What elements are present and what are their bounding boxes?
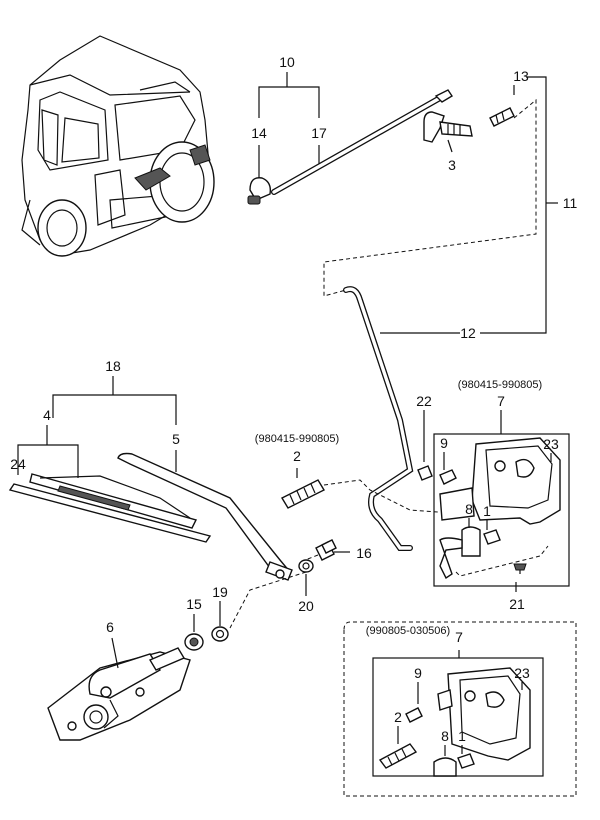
label-4: 4 xyxy=(43,407,51,423)
bracket-11 xyxy=(480,76,558,334)
label-8-lower: 8 xyxy=(441,728,449,744)
label-23-lower: 23 xyxy=(514,665,530,681)
wiper-arm-5 xyxy=(117,452,293,581)
leader-lines xyxy=(193,452,552,756)
label-14: 14 xyxy=(251,125,267,141)
washer-nozzle-14 xyxy=(247,177,272,205)
label-10: 10 xyxy=(279,54,295,70)
nut-20 xyxy=(298,559,314,573)
label-3: 3 xyxy=(448,157,456,173)
label-12: 12 xyxy=(460,325,476,341)
label-5: 5 xyxy=(172,431,180,447)
pump-2-upper xyxy=(281,468,325,509)
vehicle-illustration xyxy=(21,35,215,257)
date-range-pump: (980415-990805) xyxy=(255,433,339,445)
label-1-lower: 1 xyxy=(458,728,466,744)
connector-16 xyxy=(315,539,350,561)
label-16: 16 xyxy=(356,545,372,561)
label-24: 24 xyxy=(10,456,26,472)
connector-3 xyxy=(423,111,473,153)
date-range-reservoir-lower: (990805-030506) xyxy=(366,625,450,637)
hose-17 xyxy=(271,89,453,195)
grommet-15 xyxy=(184,633,204,651)
label-15: 15 xyxy=(186,596,202,612)
reservoir-assembly-upper xyxy=(417,410,570,592)
dashed-20 xyxy=(229,571,307,629)
reservoir-assembly-lower xyxy=(343,621,577,797)
label-6: 6 xyxy=(106,619,114,635)
label-13: 13 xyxy=(513,68,529,84)
label-9: 9 xyxy=(440,435,448,451)
label-22: 22 xyxy=(416,393,432,409)
wiper-motor-6 xyxy=(47,637,191,741)
label-2-lower: 2 xyxy=(394,709,402,725)
washer-19 xyxy=(211,626,229,642)
label-2: 2 xyxy=(293,448,301,464)
label-1: 1 xyxy=(483,503,491,519)
bracket-10 xyxy=(258,72,320,178)
label-17: 17 xyxy=(311,125,327,141)
fitting-13 xyxy=(489,107,515,127)
label-21: 21 xyxy=(509,596,525,612)
bracket-18 xyxy=(17,376,177,478)
label-9-lower: 9 xyxy=(414,665,422,681)
part-labels: 10 14 17 3 13 11 12 18 4 5 24 (980415-99… xyxy=(10,54,577,744)
label-7: 7 xyxy=(497,393,505,409)
hose-12 xyxy=(343,286,460,551)
label-7-lower: 7 xyxy=(455,629,463,645)
label-11: 11 xyxy=(563,195,578,211)
dashed-pump-route xyxy=(323,479,439,513)
label-19: 19 xyxy=(212,584,228,600)
label-20: 20 xyxy=(298,598,314,614)
label-8: 8 xyxy=(465,501,473,517)
date-range-reservoir-upper: (980415-990805) xyxy=(458,379,542,391)
label-23: 23 xyxy=(543,436,559,452)
dashed-hose-route xyxy=(323,98,537,297)
label-18: 18 xyxy=(105,358,121,374)
wiper-blade-4 xyxy=(8,473,212,543)
